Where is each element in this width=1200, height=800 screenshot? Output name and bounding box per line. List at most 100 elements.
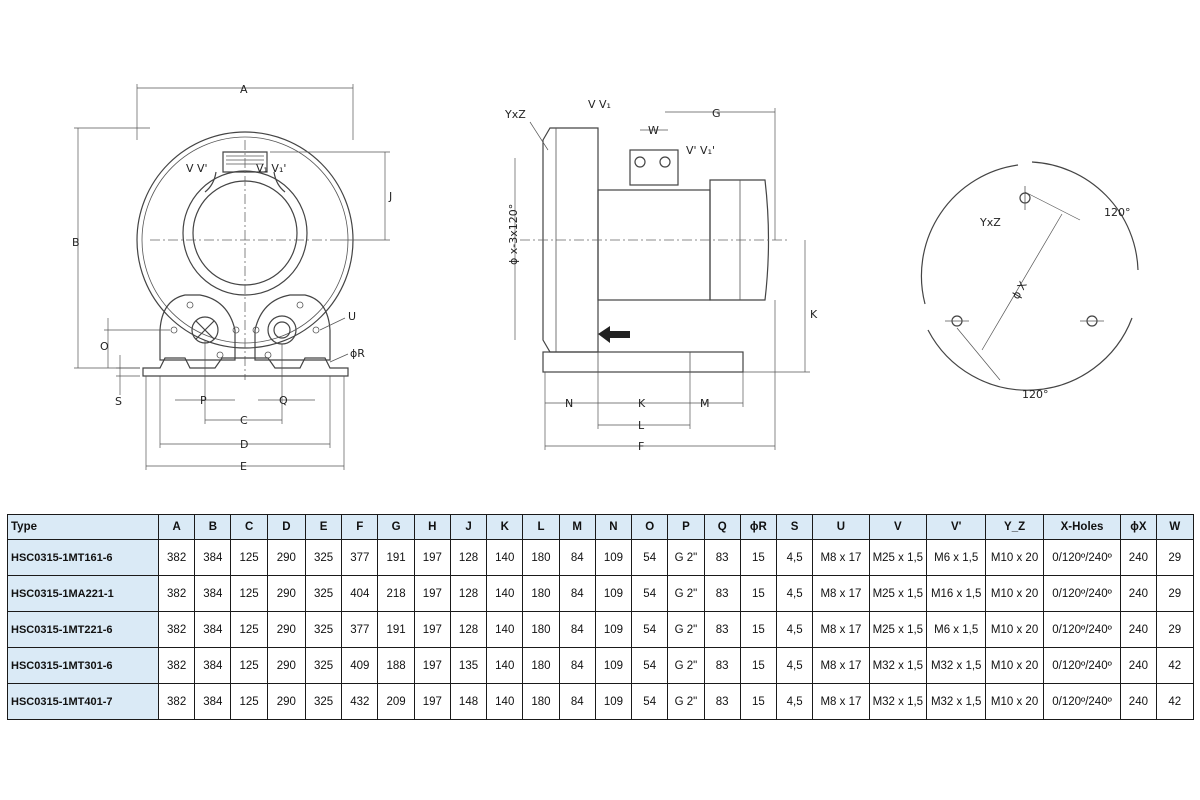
column-header: O	[631, 514, 669, 540]
value-cell: 15	[739, 647, 778, 684]
value-cell: M10 x 20	[985, 611, 1044, 648]
value-cell: M10 x 20	[985, 683, 1044, 720]
value-cell: 140	[486, 611, 524, 648]
value-cell: M8 x 17	[812, 539, 870, 576]
value-cell: 180	[522, 575, 560, 612]
value-cell: 240	[1120, 575, 1157, 612]
value-cell: 148	[449, 683, 488, 720]
dim-label-o: O	[100, 340, 109, 353]
dim-label-j: J	[388, 190, 392, 203]
type-cell: HSC0315-1MA221-1	[6, 575, 160, 612]
value-cell: 84	[558, 575, 596, 612]
value-cell: M6 x 1,5	[925, 539, 987, 576]
value-cell: 325	[304, 647, 343, 684]
value-cell: 0/120º/240º	[1042, 575, 1122, 612]
value-cell: 54	[631, 575, 669, 612]
value-cell: 140	[486, 683, 524, 720]
value-cell: 54	[631, 611, 669, 648]
value-cell: 240	[1120, 611, 1157, 648]
value-cell: 83	[703, 539, 741, 576]
column-header: D	[266, 514, 306, 540]
value-cell: 128	[449, 539, 488, 576]
dim-label-c: C	[240, 414, 248, 427]
column-header: X-Holes	[1042, 514, 1122, 540]
value-cell: 125	[230, 539, 268, 576]
value-cell: 432	[341, 683, 379, 720]
column-header: ϕR	[739, 514, 778, 540]
value-cell: 83	[703, 575, 741, 612]
value-cell: M10 x 20	[985, 647, 1044, 684]
value-cell: 180	[522, 647, 560, 684]
value-cell: 197	[413, 539, 451, 576]
column-header: K	[486, 514, 524, 540]
type-cell: HSC0315-1MT161-6	[6, 539, 160, 576]
value-cell: M25 x 1,5	[868, 611, 928, 648]
column-header: H	[413, 514, 451, 540]
value-cell: 197	[413, 683, 451, 720]
value-cell: 384	[194, 683, 232, 720]
value-cell: 188	[377, 647, 415, 684]
value-cell: M8 x 17	[812, 575, 870, 612]
dim-label-p: P	[200, 394, 207, 407]
value-cell: 4,5	[776, 647, 814, 684]
value-cell: 140	[486, 647, 524, 684]
value-cell: 109	[594, 539, 633, 576]
value-cell: 180	[522, 611, 560, 648]
side-ports-label: V V₁	[588, 98, 611, 111]
value-cell: 384	[194, 611, 232, 648]
type-cell: HSC0315-1MT401-7	[6, 683, 160, 720]
front-view: A B J O S P Q C D E U ϕR V V' V₁ V₁'	[72, 83, 392, 473]
column-header: P	[667, 514, 705, 540]
value-cell: 384	[194, 539, 232, 576]
value-cell: 0/120º/240º	[1042, 539, 1122, 576]
dim-label-r: ϕR	[350, 347, 365, 360]
value-cell: 140	[486, 539, 524, 576]
value-cell: M10 x 20	[985, 539, 1044, 576]
value-cell: 218	[377, 575, 415, 612]
dim-label-w: W	[648, 124, 659, 137]
value-cell: 15	[739, 575, 778, 612]
dim-label-l: L	[638, 419, 645, 432]
value-cell: 197	[413, 647, 451, 684]
column-header: L	[522, 514, 560, 540]
value-cell: 29	[1155, 611, 1195, 648]
value-cell: 15	[739, 539, 778, 576]
value-cell: 382	[158, 575, 196, 612]
value-cell: 240	[1120, 683, 1157, 720]
ports-right-label: V₁ V₁'	[256, 162, 286, 175]
value-cell: G 2"	[667, 647, 705, 684]
value-cell: 4,5	[776, 611, 814, 648]
value-cell: 0/120º/240º	[1042, 647, 1122, 684]
value-cell: 84	[558, 611, 596, 648]
type-cell: HSC0315-1MT221-6	[6, 611, 160, 648]
column-header: S	[776, 514, 814, 540]
value-cell: 135	[449, 647, 488, 684]
value-cell: G 2"	[667, 539, 705, 576]
value-cell: 128	[449, 611, 488, 648]
value-cell: 54	[631, 647, 669, 684]
value-cell: 382	[158, 611, 196, 648]
value-cell: 384	[194, 647, 232, 684]
dim-label-k: K	[638, 397, 646, 410]
value-cell: 377	[341, 611, 379, 648]
value-cell: M8 x 17	[812, 611, 870, 648]
value-cell: M8 x 17	[812, 647, 870, 684]
value-cell: 140	[486, 575, 524, 612]
value-cell: 42	[1155, 647, 1195, 684]
value-cell: 290	[266, 611, 306, 648]
dim-label-d: D	[240, 438, 248, 451]
value-cell: 240	[1120, 647, 1157, 684]
column-header: V	[868, 514, 928, 540]
type-cell: HSC0315-1MT301-6	[6, 647, 160, 684]
value-cell: 191	[377, 539, 415, 576]
dim-label-b: B	[72, 236, 80, 249]
side-holes-label: ϕ x-3x120°	[507, 204, 520, 265]
value-cell: 29	[1155, 575, 1195, 612]
value-cell: 384	[194, 575, 232, 612]
